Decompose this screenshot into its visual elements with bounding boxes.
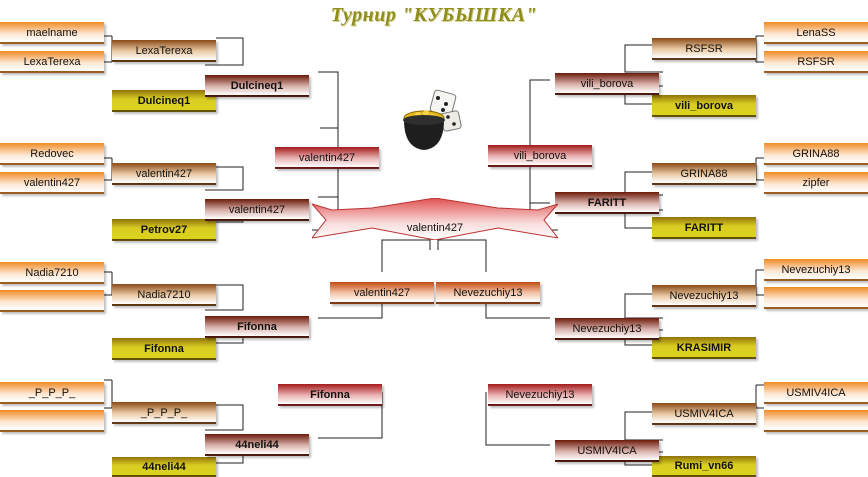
player-name: Fifonna [237,321,277,333]
player-name: Rumi_vn66 [674,460,734,472]
right-r2-slot-4[interactable]: FARITT [652,217,756,239]
left-r1-slot-2[interactable]: LexaTerexa [0,51,104,73]
player-name: zipfer [802,177,830,189]
left-r3-slot-1[interactable]: Dulcineq1 [205,75,309,97]
right-r1-slot-2[interactable]: RSFSR [764,51,868,73]
player-name: valentin427 [228,204,286,216]
left-r2-slot-7[interactable]: _P_P_P_ [112,402,216,424]
left-r2-slot-1[interactable]: LexaTerexa [112,40,216,62]
right-r2-slot-3[interactable]: GRINA88 [652,163,756,185]
right-r1-slot-7[interactable]: USMIV4ICA [764,382,868,404]
right-r1-slot-1[interactable]: LenaSS [764,22,868,44]
player-name: Nevezuchiy13 [781,264,851,276]
player-name: vili_borova [580,78,634,90]
right-r2-slot-7[interactable]: USMIV4ICA [652,403,756,425]
left-r2-slot-4[interactable]: Petrov27 [112,219,216,241]
left-r2-slot-6[interactable]: Fifonna [112,338,216,360]
player-name: Nevezuchiy13 [505,389,575,401]
right-r1-slot-4[interactable]: zipfer [764,172,868,194]
player-name: Redovec [30,148,74,160]
left-r1-slot-4[interactable]: valentin427 [0,172,104,194]
right-r2-slot-8[interactable]: Rumi_vn66 [652,456,756,477]
player-name: 44neli44 [142,461,186,473]
player-name: _P_P_P_ [28,387,76,399]
left-r1-slot-1[interactable]: maelname [0,22,104,44]
player-name: _P_P_P_ [140,407,188,419]
player-name: LexaTerexa [135,45,193,57]
champion-banner [312,198,558,240]
player-name: Dulcineq1 [137,95,191,107]
player-name: Nadia7210 [137,289,191,301]
player-name: Petrov27 [140,224,188,236]
left-r2-slot-5[interactable]: Nadia7210 [112,284,216,306]
player-name: USMIV4ICA [674,408,734,420]
right-r4-slot-1[interactable]: vili_borova [488,145,592,167]
player-name: valentin427 [23,177,81,189]
left-semi-slot[interactable]: valentin427 [330,282,434,304]
left-r4-slot-1[interactable]: valentin427 [275,147,379,169]
right-r1-slot-5[interactable]: Nevezuchiy13 [764,259,868,281]
left-r1-slot-8[interactable] [0,410,104,432]
left-r3-slot-3[interactable]: Fifonna [205,316,309,338]
pot-of-gold-and-dice-icon [403,89,462,150]
player-name: FARITT [587,197,627,209]
player-name: RSFSR [685,43,723,55]
player-name: maelname [26,27,78,39]
right-r1-slot-6[interactable] [764,287,868,309]
player-name: LenaSS [796,27,836,39]
player-name: Fifonna [144,343,184,355]
player-name: GRINA88 [792,148,840,160]
player-name: LexaTerexa [23,56,81,68]
right-r2-slot-6[interactable]: KRASIMIR [652,337,756,359]
right-r3-slot-1[interactable]: vili_borova [555,73,659,95]
player-name: GRINA88 [680,168,728,180]
left-r2-slot-3[interactable]: valentin427 [112,163,216,185]
player-name: valentin427 [135,168,193,180]
right-r2-slot-2[interactable]: vili_borova [652,95,756,117]
right-r2-slot-1[interactable]: RSFSR [652,38,756,60]
left-r3-slot-4[interactable]: 44neli44 [205,434,309,456]
player-name: Nevezuchiy13 [572,323,642,335]
player-name: valentin427 [298,152,356,164]
player-name: vili_borova [674,100,734,112]
right-semi-slot[interactable]: Nevezuchiy13 [436,282,540,304]
left-r4-slot-2[interactable]: Fifonna [278,384,382,406]
left-r3-slot-2[interactable]: valentin427 [205,199,309,221]
right-r2-slot-5[interactable]: Nevezuchiy13 [652,285,756,307]
player-name: Nadia7210 [25,267,79,279]
player-name: USMIV4ICA [786,387,846,399]
page-title: Турнир "КУБЫШКА" [330,4,538,26]
champion-name: valentin427 [406,222,464,234]
player-name: Fifonna [310,389,350,401]
right-r3-slot-2[interactable]: FARITT [555,192,659,214]
player-name: Nevezuchiy13 [453,287,523,299]
left-r1-slot-3[interactable]: Redovec [0,143,104,165]
player-name: vili_borova [513,150,567,162]
player-name: Nevezuchiy13 [669,290,739,302]
left-r2-slot-8[interactable]: 44neli44 [112,457,216,477]
left-r1-slot-5[interactable]: Nadia7210 [0,262,104,284]
player-name: valentin427 [353,287,411,299]
player-name: Dulcineq1 [230,80,284,92]
right-r1-slot-3[interactable]: GRINA88 [764,143,868,165]
left-r1-slot-6[interactable] [0,290,104,312]
player-name: 44neli44 [235,439,279,451]
player-name: USMIV4ICA [577,445,637,457]
right-r1-slot-8[interactable] [764,410,868,432]
left-r1-slot-7[interactable]: _P_P_P_ [0,382,104,404]
player-name: RSFSR [797,56,835,68]
player-name: FARITT [684,222,724,234]
right-r4-slot-2[interactable]: Nevezuchiy13 [488,384,592,406]
player-name: KRASIMIR [676,342,732,354]
right-r3-slot-3[interactable]: Nevezuchiy13 [555,318,659,340]
left-r2-slot-2[interactable]: Dulcineq1 [112,90,216,112]
right-r3-slot-4[interactable]: USMIV4ICA [555,440,659,462]
